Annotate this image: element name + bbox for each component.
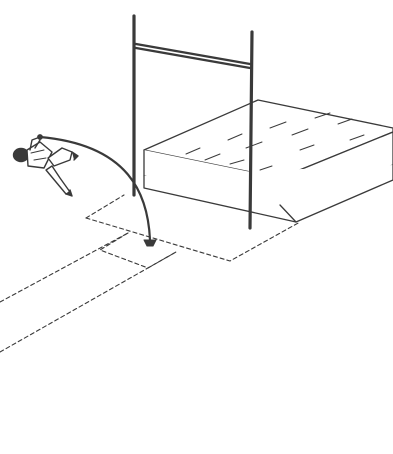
athlete-leg-lower	[46, 166, 70, 194]
runway-left-edge	[0, 233, 128, 302]
athlete	[14, 135, 79, 196]
runway	[0, 233, 176, 352]
athlete-leg-upper	[48, 148, 72, 166]
landing-mat	[144, 100, 393, 222]
athlete-head	[14, 149, 29, 162]
crossbar	[136, 44, 250, 68]
planting-box	[100, 233, 176, 268]
right-upright	[250, 32, 252, 228]
